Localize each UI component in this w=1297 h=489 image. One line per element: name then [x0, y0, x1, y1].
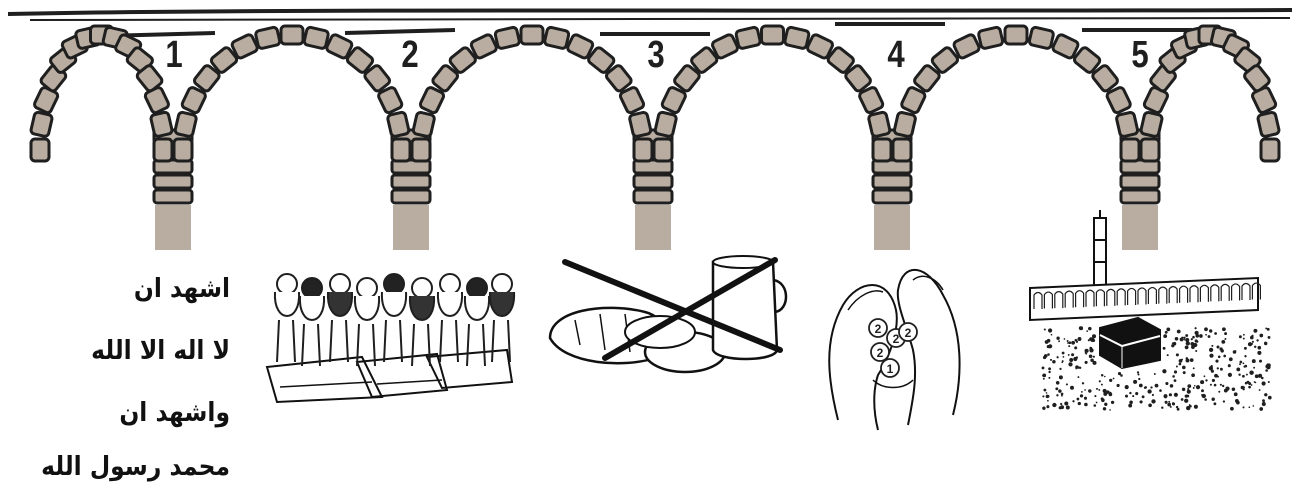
worshipper-7 — [436, 273, 464, 363]
worshipper-3 — [326, 273, 354, 363]
worshipper-5 — [380, 273, 408, 363]
shahada-line-1: اشهد ان — [133, 274, 230, 304]
svg-text:2: 2 — [875, 322, 882, 336]
shahada-line-3: واشهد ان — [119, 398, 230, 428]
arch-number-3: 3 — [647, 34, 665, 76]
arch-2 — [172, 24, 412, 163]
svg-text:1: 1 — [887, 362, 894, 376]
arch-5 — [891, 24, 1141, 163]
arches-group — [29, 24, 1281, 163]
colonnade-arches-group — [1033, 282, 1261, 309]
arch-1 — [29, 24, 174, 163]
fasting-illustration — [548, 255, 788, 374]
worshippers-group — [273, 273, 516, 367]
coin-4: 2 — [898, 322, 918, 342]
worshipper-1 — [273, 273, 301, 363]
arch-number-4: 4 — [887, 34, 905, 76]
shahada-line-2: لا اله الا الله — [91, 336, 230, 366]
arcade-illustration — [7, 8, 1293, 250]
arch-cap-line-2 — [344, 28, 456, 35]
coin-3: 2 — [870, 342, 890, 362]
right-hand — [896, 269, 961, 426]
svg-text:2: 2 — [893, 332, 900, 346]
roof-beam — [7, 8, 1293, 16]
arch-number-5: 5 — [1131, 34, 1149, 76]
cross-out-icon — [562, 259, 783, 353]
crowd-group — [1041, 326, 1272, 411]
arch-6 — [1139, 24, 1281, 163]
pilgrimage-illustration — [1029, 210, 1273, 415]
worshipper-8 — [463, 277, 491, 367]
worshipper-4 — [353, 277, 381, 367]
coin-5: 1 — [880, 358, 900, 378]
arch-number-2: 2 — [401, 34, 419, 76]
arch-3 — [410, 24, 654, 163]
prayer-illustration — [265, 273, 516, 404]
worshipper-2 — [298, 277, 326, 367]
svg-text:2: 2 — [905, 326, 912, 340]
svg-text:2: 2 — [877, 346, 884, 360]
arch-4 — [652, 24, 893, 163]
arch-number-1: 1 — [165, 34, 183, 76]
worshipper-9 — [488, 273, 516, 363]
roof-beam-lower — [29, 17, 1291, 21]
coin-1: 2 — [868, 318, 888, 338]
shahada-line-4: محمد رسول الله — [41, 452, 230, 482]
worshipper-6 — [408, 277, 436, 367]
